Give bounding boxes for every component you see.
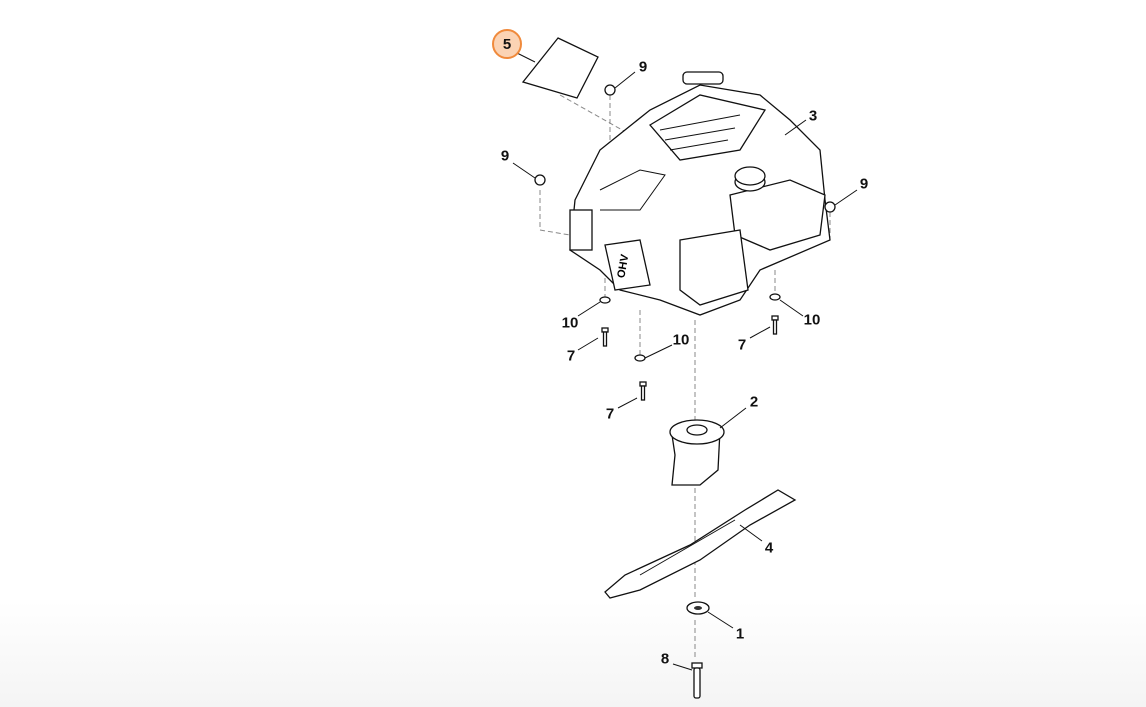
callout-9[interactable]: 9: [859, 175, 869, 193]
blade-part-4[interactable]: [604, 489, 797, 599]
blade-adapter-part-2[interactable]: [669, 419, 725, 486]
washer-part-10[interactable]: [634, 354, 646, 362]
nut-part-9[interactable]: [534, 174, 546, 186]
nut-part-9[interactable]: [604, 84, 616, 96]
bolt-part-8[interactable]: [691, 662, 703, 699]
callout-10[interactable]: 10: [561, 314, 579, 332]
engine-part-3[interactable]: OHV: [569, 71, 831, 316]
callout-9[interactable]: 9: [500, 147, 510, 165]
callout-1[interactable]: 1: [735, 625, 745, 643]
bolt-part-7[interactable]: [771, 315, 779, 335]
callout-10[interactable]: 10: [672, 331, 690, 349]
callout-3[interactable]: 3: [808, 107, 818, 125]
bolt-part-7[interactable]: [601, 327, 609, 347]
nut-part-9[interactable]: [824, 201, 836, 213]
callout-2[interactable]: 2: [749, 393, 759, 411]
bolt-part-7[interactable]: [639, 381, 647, 401]
decal-part-5[interactable]: [521, 37, 599, 99]
callout-7[interactable]: 7: [605, 405, 615, 423]
washer-part-10[interactable]: [769, 293, 781, 301]
callout-5[interactable]: 5: [492, 29, 522, 59]
callout-7[interactable]: 7: [566, 347, 576, 365]
callout-9[interactable]: 9: [638, 58, 648, 76]
washer-part-10[interactable]: [599, 296, 611, 304]
callout-7[interactable]: 7: [737, 336, 747, 354]
callout-4[interactable]: 4: [764, 539, 774, 557]
engine-badge: OHV: [615, 253, 631, 279]
callout-10[interactable]: 10: [803, 311, 821, 329]
callout-8[interactable]: 8: [660, 650, 670, 668]
